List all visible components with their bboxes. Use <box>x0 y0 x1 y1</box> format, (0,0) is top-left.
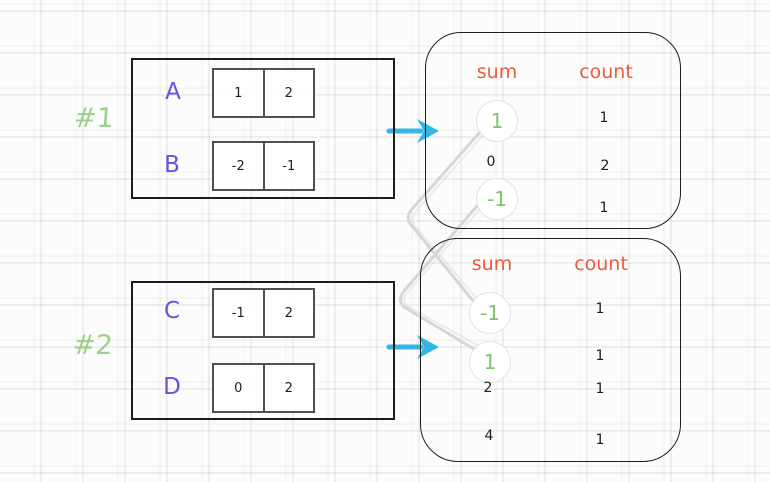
example-2-sum-row-3: 4 <box>484 428 494 444</box>
array-d-name: D <box>163 374 181 400</box>
example-2-sum-header: sum <box>471 253 513 275</box>
array-c-cells: -1 2 <box>212 288 315 338</box>
example-1-count-row-1: 2 <box>600 158 610 174</box>
example-1-sum-row-1: 0 <box>486 154 496 170</box>
array-c-cell-0: -1 <box>214 290 265 336</box>
example-2-label: #2 <box>71 330 114 361</box>
example-2-sum-table <box>420 238 681 462</box>
example-1-input-box <box>131 58 395 199</box>
array-a-cell-1: 2 <box>284 85 293 101</box>
array-d-cell-0: 0 <box>214 365 265 411</box>
example-2-count-row-1: 1 <box>595 348 605 364</box>
array-d-cell-1: 2 <box>284 380 293 396</box>
example-1-circled-sum-1: 1 <box>476 100 518 142</box>
example-2-sum-row-2: 2 <box>483 380 493 396</box>
example-2-count-row-2: 1 <box>595 381 605 397</box>
example-2-count-row-3: 1 <box>595 432 605 448</box>
example-1-sum-table <box>425 32 681 229</box>
example-2-count-header: count <box>574 253 628 275</box>
array-a-name: A <box>165 79 181 105</box>
array-c-name: C <box>163 298 181 324</box>
example-1-count-row-0: 1 <box>599 110 609 126</box>
example-2-circled-sum-minus1: -1 <box>469 292 511 334</box>
array-c-cell-1: 2 <box>284 305 293 321</box>
array-a-cell-0: 1 <box>214 70 265 116</box>
example-2-count-row-0: 1 <box>595 301 605 317</box>
example-1-circled-sum-minus1: -1 <box>476 178 518 220</box>
array-a-cells: 1 2 <box>212 68 315 118</box>
array-b-cell-0: -2 <box>214 143 265 189</box>
array-b-name: B <box>164 152 180 178</box>
example-2-input-box <box>131 281 395 420</box>
array-b-cell-1: -1 <box>282 158 296 174</box>
array-b-cells: -2 -1 <box>212 141 315 191</box>
array-d-cells: 0 2 <box>212 363 315 413</box>
example-2-circled-sum-1: 1 <box>469 341 511 383</box>
example-1-count-header: count <box>579 61 633 83</box>
example-1-sum-header: sum <box>476 61 518 83</box>
example-1-label: #1 <box>72 103 115 134</box>
example-1-count-row-2: 1 <box>599 200 609 216</box>
